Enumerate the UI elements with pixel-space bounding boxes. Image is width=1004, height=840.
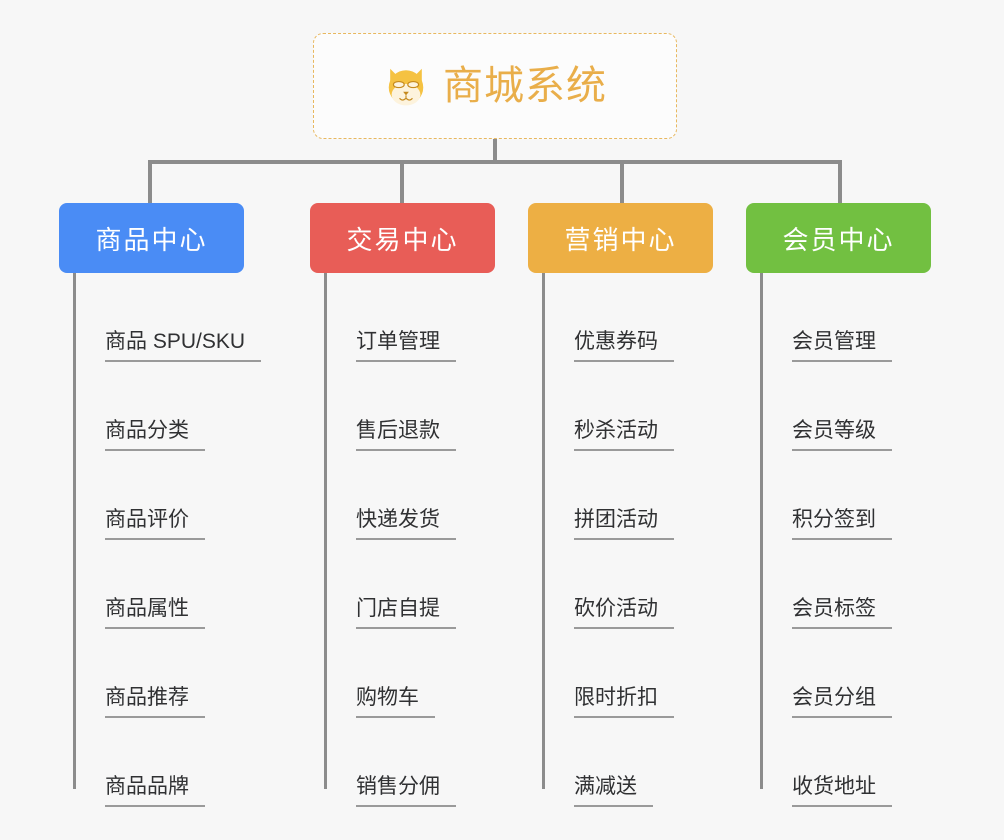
leaf-label: 秒杀活动 bbox=[574, 419, 674, 451]
leaf-label: 销售分佣 bbox=[356, 775, 456, 807]
connector-drop-2 bbox=[400, 160, 404, 205]
leaf-list: 订单管理 售后退款 快递发货 门店自提 购物车 销售分佣 bbox=[324, 273, 456, 807]
leaf-label: 优惠券码 bbox=[574, 330, 674, 362]
leaf-label: 砍价活动 bbox=[574, 597, 674, 629]
list-item[interactable]: 快递发货 bbox=[324, 451, 456, 540]
category-header-marketing[interactable]: 营销中心 bbox=[528, 203, 713, 273]
dog-face-icon bbox=[383, 63, 429, 109]
list-item[interactable]: 商品 SPU/SKU bbox=[73, 273, 262, 362]
list-item[interactable]: 收货地址 bbox=[760, 718, 892, 807]
column-spine bbox=[760, 273, 763, 789]
list-item[interactable]: 门店自提 bbox=[324, 540, 456, 629]
leaf-label: 会员标签 bbox=[792, 597, 892, 629]
list-item[interactable]: 购物车 bbox=[324, 629, 456, 718]
column-spine bbox=[324, 273, 327, 789]
column-spine bbox=[73, 273, 76, 789]
list-item[interactable]: 优惠券码 bbox=[542, 273, 674, 362]
list-item[interactable]: 商品属性 bbox=[73, 540, 261, 629]
leaf-label: 商品品牌 bbox=[105, 775, 205, 807]
leaf-list: 商品 SPU/SKU 商品分类 商品评价 商品属性 商品推荐 商品品牌 bbox=[73, 273, 262, 807]
connector-drop-3 bbox=[620, 160, 624, 205]
list-item[interactable]: 砍价活动 bbox=[542, 540, 674, 629]
leaf-label: 满减送 bbox=[574, 775, 653, 807]
list-item[interactable]: 商品推荐 bbox=[73, 629, 261, 718]
list-item[interactable]: 满减送 bbox=[542, 718, 674, 807]
leaf-label: 快递发货 bbox=[356, 508, 456, 540]
list-item[interactable]: 订单管理 bbox=[324, 273, 456, 362]
list-item[interactable]: 会员等级 bbox=[760, 362, 892, 451]
leaf-label: 门店自提 bbox=[356, 597, 456, 629]
leaf-label: 商品推荐 bbox=[105, 686, 205, 718]
list-item[interactable]: 限时折扣 bbox=[542, 629, 674, 718]
leaf-label: 会员分组 bbox=[792, 686, 892, 718]
list-item[interactable]: 秒杀活动 bbox=[542, 362, 674, 451]
column-spine bbox=[542, 273, 545, 789]
leaf-label: 积分签到 bbox=[792, 508, 892, 540]
category-header-label: 营销中心 bbox=[564, 224, 677, 255]
category-header-label: 交易中心 bbox=[346, 224, 459, 255]
leaf-label: 商品属性 bbox=[105, 597, 205, 629]
connector-horizontal-bus bbox=[148, 160, 842, 164]
list-item[interactable]: 会员管理 bbox=[760, 273, 892, 362]
list-item[interactable]: 售后退款 bbox=[324, 362, 456, 451]
category-header-label: 商品中心 bbox=[95, 224, 208, 255]
connector-root-stem bbox=[493, 139, 497, 163]
list-item[interactable]: 商品评价 bbox=[73, 451, 261, 540]
leaf-label: 商品 SPU/SKU bbox=[105, 330, 262, 362]
category-header-member[interactable]: 会员中心 bbox=[746, 203, 931, 273]
leaf-label: 商品分类 bbox=[105, 419, 205, 451]
root-node-shopping-system[interactable]: 商城系统 bbox=[313, 33, 677, 139]
list-item[interactable]: 拼团活动 bbox=[542, 451, 674, 540]
category-header-trade[interactable]: 交易中心 bbox=[310, 203, 495, 273]
list-item[interactable]: 会员标签 bbox=[760, 540, 892, 629]
category-header-label: 会员中心 bbox=[782, 224, 895, 255]
leaf-label: 订单管理 bbox=[356, 330, 456, 362]
leaf-label: 购物车 bbox=[356, 686, 435, 718]
leaf-label: 售后退款 bbox=[356, 419, 456, 451]
leaf-list: 会员管理 会员等级 积分签到 会员标签 会员分组 收货地址 bbox=[760, 273, 892, 807]
list-item[interactable]: 积分签到 bbox=[760, 451, 892, 540]
leaf-label: 会员等级 bbox=[792, 419, 892, 451]
leaf-list: 优惠券码 秒杀活动 拼团活动 砍价活动 限时折扣 满减送 bbox=[542, 273, 674, 807]
leaf-label: 会员管理 bbox=[792, 330, 892, 362]
list-item[interactable]: 销售分佣 bbox=[324, 718, 456, 807]
leaf-label: 拼团活动 bbox=[574, 508, 674, 540]
list-item[interactable]: 会员分组 bbox=[760, 629, 892, 718]
leaf-label: 收货地址 bbox=[792, 775, 892, 807]
category-header-product[interactable]: 商品中心 bbox=[59, 203, 244, 273]
leaf-label: 限时折扣 bbox=[574, 686, 674, 718]
leaf-label: 商品评价 bbox=[105, 508, 205, 540]
root-title: 商城系统 bbox=[443, 64, 607, 108]
list-item[interactable]: 商品品牌 bbox=[73, 718, 261, 807]
connector-drop-4 bbox=[838, 160, 842, 205]
connector-drop-1 bbox=[148, 160, 152, 205]
list-item[interactable]: 商品分类 bbox=[73, 362, 261, 451]
